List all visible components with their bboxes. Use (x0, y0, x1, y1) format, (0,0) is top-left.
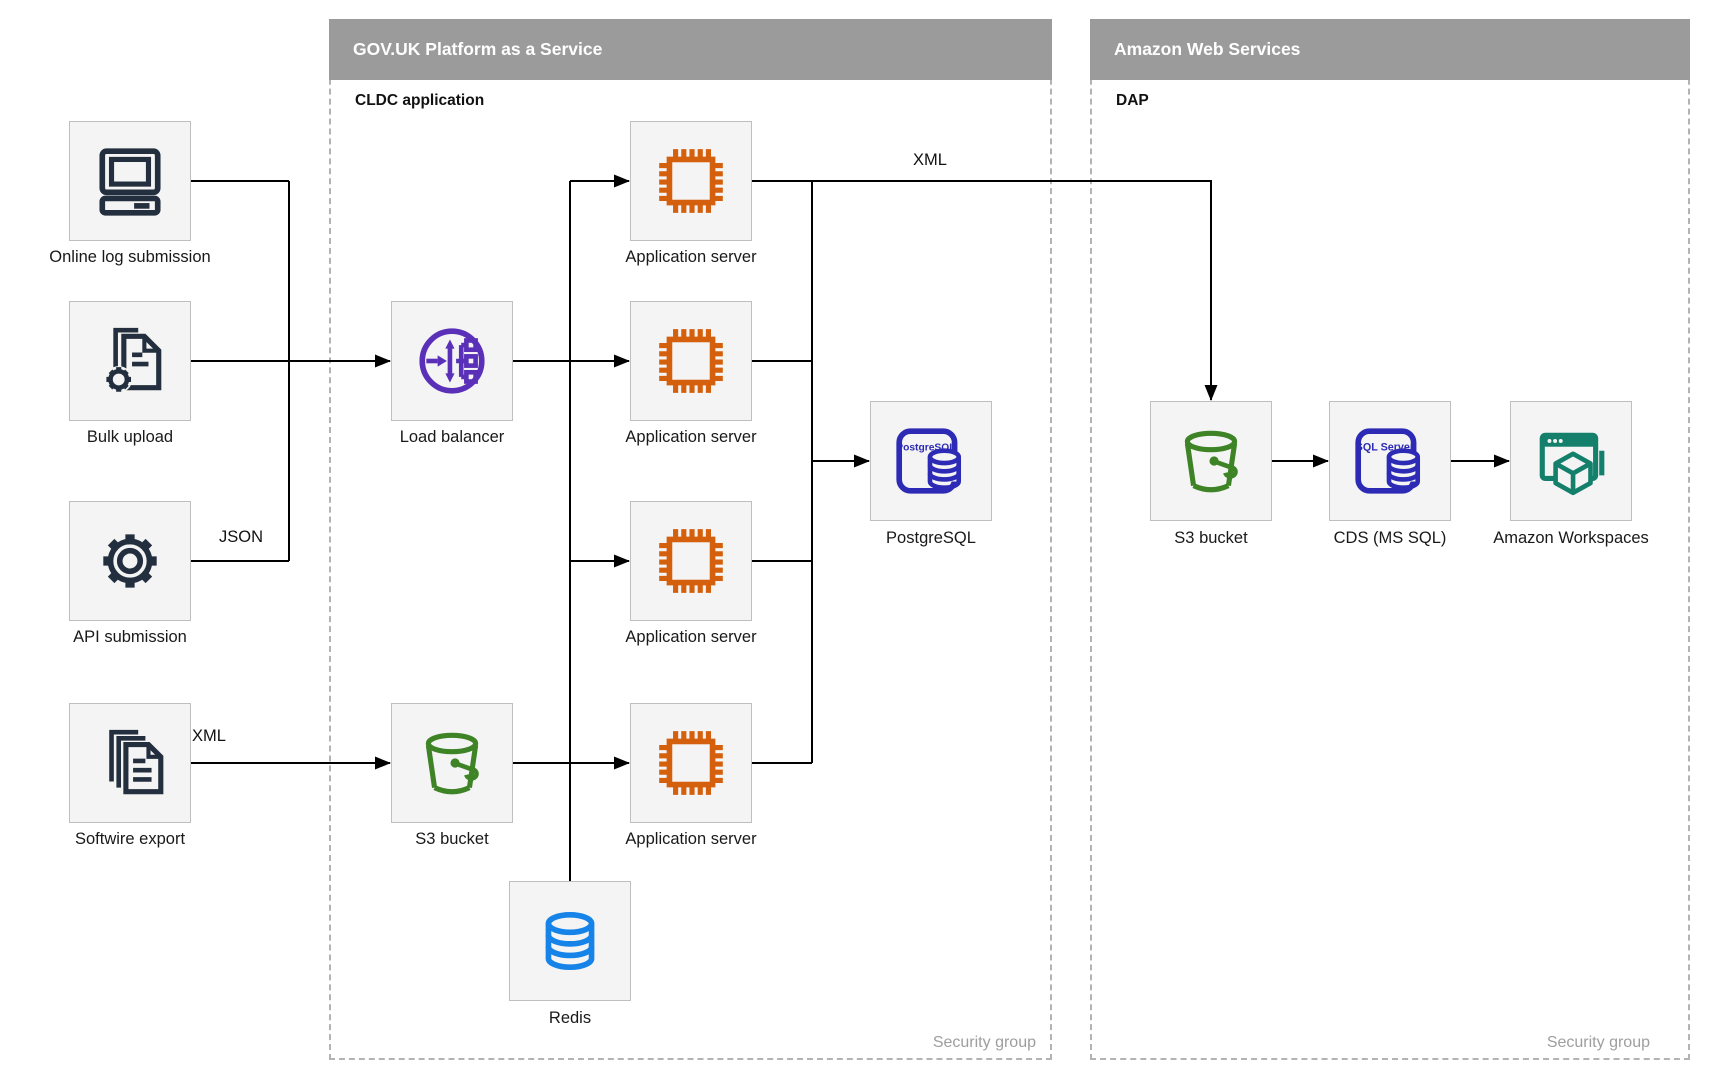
paas-panel-header: GOV.UK Platform as a Service (329, 19, 1052, 80)
edge-app1-to-aws-s3 (750, 180, 1218, 401)
s3-bucket-icon (413, 724, 491, 802)
node-cds-ms-sql: SQL Server (1329, 401, 1451, 521)
node-label-app-server-2: Application server (625, 428, 757, 446)
paas-panel: GOV.UK Platform as a Service CLDC applic… (329, 19, 1052, 1060)
node-online-log-submission (69, 121, 191, 241)
node-label-online-log-submission: Online log submission (49, 248, 211, 266)
node-paas-s3-bucket (391, 703, 513, 823)
node-load-balancer (391, 301, 513, 421)
sql-server-icon: SQL Server (1351, 422, 1429, 500)
node-amazon-workspaces (1510, 401, 1632, 521)
paas-security-group-label: Security group (932, 1034, 1036, 1051)
node-aws-s3-bucket (1150, 401, 1272, 521)
node-postgresql: PostgreSQL (870, 401, 992, 521)
node-label-load-balancer: Load balancer (399, 428, 505, 446)
postgresql-icon: PostgreSQL (896, 422, 970, 500)
postgresql-icon-text: PostgreSQL (896, 443, 955, 454)
node-label-amazon-workspaces: Amazon Workspaces (1493, 529, 1649, 547)
node-label-bulk-upload: Bulk upload (86, 428, 174, 446)
node-label-paas-s3-bucket: S3 bucket (415, 830, 489, 848)
node-label-app-server-3: Application server (625, 628, 757, 646)
node-label-aws-s3-bucket: S3 bucket (1174, 529, 1248, 547)
load-balancer-icon (413, 322, 491, 400)
node-redis (509, 881, 631, 1001)
s3-bucket-icon (1172, 422, 1250, 500)
node-api-submission (69, 501, 191, 621)
aws-panel: Amazon Web Services DAP Security group (1090, 19, 1690, 1060)
node-label-app-server-4: Application server (625, 830, 757, 848)
database-icon (531, 902, 609, 980)
chip-icon (652, 322, 730, 400)
chip-icon (652, 724, 730, 802)
aws-security-group-label: Security group (1546, 1034, 1650, 1051)
edge-label-json: JSON (218, 528, 264, 546)
node-label-api-submission: API submission (73, 628, 187, 646)
node-app-server-4 (630, 703, 752, 823)
node-softwire-export (69, 703, 191, 823)
document-stack-icon (91, 724, 169, 802)
chip-icon (652, 522, 730, 600)
node-bulk-upload (69, 301, 191, 421)
node-app-server-1 (630, 121, 752, 241)
edge-label-xml-to-aws: XML (913, 151, 947, 169)
node-label-cds-ms-sql: CDS (MS SQL) (1333, 529, 1447, 547)
workspaces-icon (1532, 422, 1610, 500)
node-label-postgresql: PostgreSQL (886, 529, 976, 547)
edge-label-xml-softwire: XML (192, 727, 226, 745)
node-app-server-2 (630, 301, 752, 421)
node-app-server-3 (630, 501, 752, 621)
node-label-app-server-1: Application server (625, 248, 757, 266)
aws-panel-header: Amazon Web Services (1090, 19, 1690, 80)
sql-server-icon-text: SQL Server (1356, 442, 1415, 454)
document-gear-icon (91, 322, 169, 400)
gear-icon (91, 522, 169, 600)
chip-icon (652, 142, 730, 220)
aws-panel-sublabel: DAP (1116, 92, 1149, 109)
node-label-redis: Redis (548, 1009, 592, 1027)
desktop-computer-icon (91, 142, 169, 220)
node-label-softwire-export: Softwire export (74, 830, 186, 848)
paas-panel-sublabel: CLDC application (355, 92, 485, 109)
